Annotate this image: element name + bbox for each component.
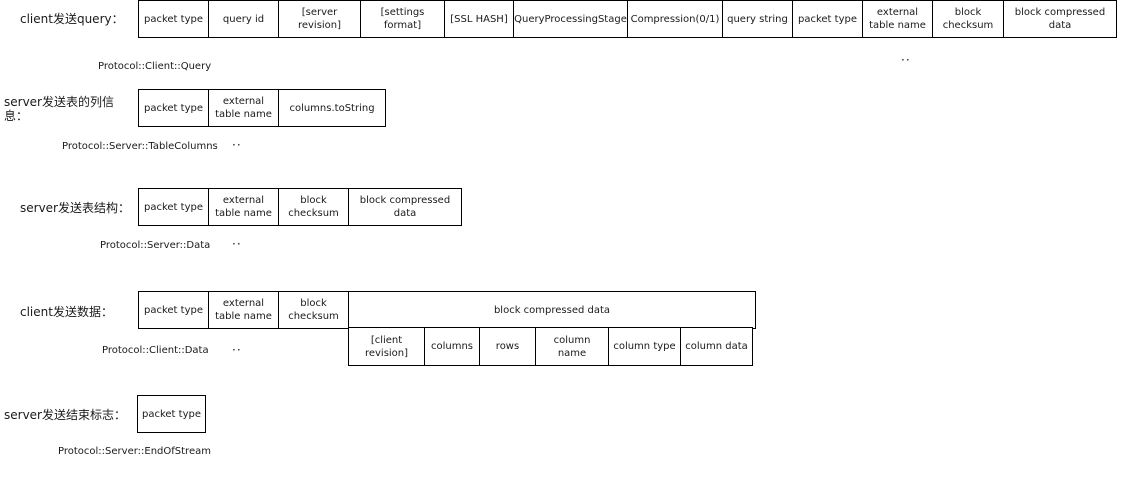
section-title-client-query: client发送query： (20, 12, 124, 26)
field-block-checksum: block checksum (932, 0, 1004, 38)
field-packet-type: packet type (138, 0, 209, 38)
field-external-table-name: external table name (208, 89, 279, 127)
section-title-server-data: server发送表结构： (20, 201, 130, 215)
server-data-packet: packet type external table name block ch… (138, 188, 462, 226)
section-title-server-table-columns: server发送表的列信息： (4, 95, 114, 123)
field-query-string: query string (722, 0, 793, 38)
protocol-label-server-table-columns: Protocol::Server::TableColumns (62, 141, 218, 152)
server-table-columns-packet: packet type external table name columns.… (138, 89, 386, 127)
client-data-packet: packet type external table name block ch… (138, 291, 756, 329)
protocol-label-client-data: Protocol::Client::Data (102, 345, 209, 356)
field-compression: Compression(0/1) (627, 0, 723, 38)
field-block-checksum: block checksum (278, 188, 349, 226)
field-columns: columns (424, 327, 480, 366)
field-packet-type: packet type (138, 188, 209, 226)
field-column-name: column name (535, 327, 609, 366)
field-packet-type: packet type (138, 89, 209, 127)
field-columns-tostring: columns.toString (278, 89, 386, 127)
field-block-checksum: block checksum (278, 291, 349, 329)
field-client-revision: [client revision] (348, 327, 425, 366)
server-end-of-stream-packet: packet type (137, 395, 206, 433)
field-query-processing-stage: QueryProcessingStage (513, 0, 628, 38)
continuation-dots: ·· (232, 343, 242, 357)
field-packet-type: packet type (138, 291, 209, 329)
field-column-data: column data (680, 327, 753, 366)
field-block-compressed-data: block compressed data (1003, 0, 1117, 38)
section-title-client-data: client发送数据： (20, 305, 113, 319)
protocol-label-client-query: Protocol::Client::Query (98, 61, 212, 72)
field-block-compressed-data: block compressed data (348, 188, 462, 226)
field-column-type: column type (608, 327, 681, 366)
field-block-compressed-data: block compressed data (348, 291, 756, 329)
section-title-server-end-of-stream: server发送结束标志： (4, 408, 126, 422)
block-compressed-data-breakdown: [client revision] columns rows column na… (348, 327, 753, 366)
field-ssl-hash: [SSL HASH] (444, 0, 514, 38)
field-packet-type: packet type (137, 395, 206, 433)
field-query-id: query id (208, 0, 279, 38)
field-rows: rows (479, 327, 536, 366)
field-external-table-name: external table name (208, 291, 279, 329)
continuation-dots: ·· (901, 53, 911, 67)
protocol-label-server-end-of-stream: Protocol::Server::EndOfStream (58, 446, 211, 457)
field-server-revision: [server revision] (278, 0, 361, 38)
field-external-table-name: external table name (862, 0, 933, 38)
field-external-table-name: external table name (208, 188, 279, 226)
continuation-dots: ·· (232, 237, 242, 251)
protocol-label-server-data: Protocol::Server::Data (100, 240, 211, 251)
field-packet-type-2: packet type (792, 0, 863, 38)
continuation-dots: ·· (232, 138, 242, 152)
field-settings-format: [settings format] (360, 0, 445, 38)
client-query-packet: packet type query id [server revision] [… (138, 0, 1117, 38)
